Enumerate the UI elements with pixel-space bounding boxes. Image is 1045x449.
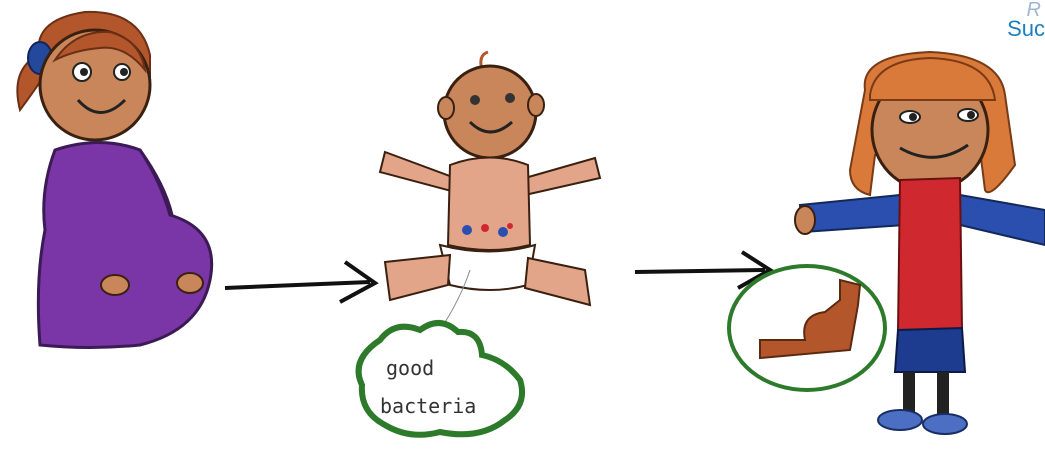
flexed-arm-icon: [729, 266, 885, 390]
bubble-label-line1: good: [386, 356, 434, 380]
strong-child: [795, 52, 1045, 434]
bubble-label-line2: bacteria: [380, 394, 476, 418]
good-bacteria-bubble: good bacteria: [359, 323, 522, 435]
red-shirt: [898, 178, 962, 332]
arrow-right-icon: [225, 262, 375, 302]
baby-in-diaper: [380, 52, 600, 330]
purple-dress: [38, 143, 211, 348]
diaper: [440, 245, 535, 290]
arrow-right-icon: [635, 252, 770, 288]
pregnant-mother: [17, 12, 211, 348]
